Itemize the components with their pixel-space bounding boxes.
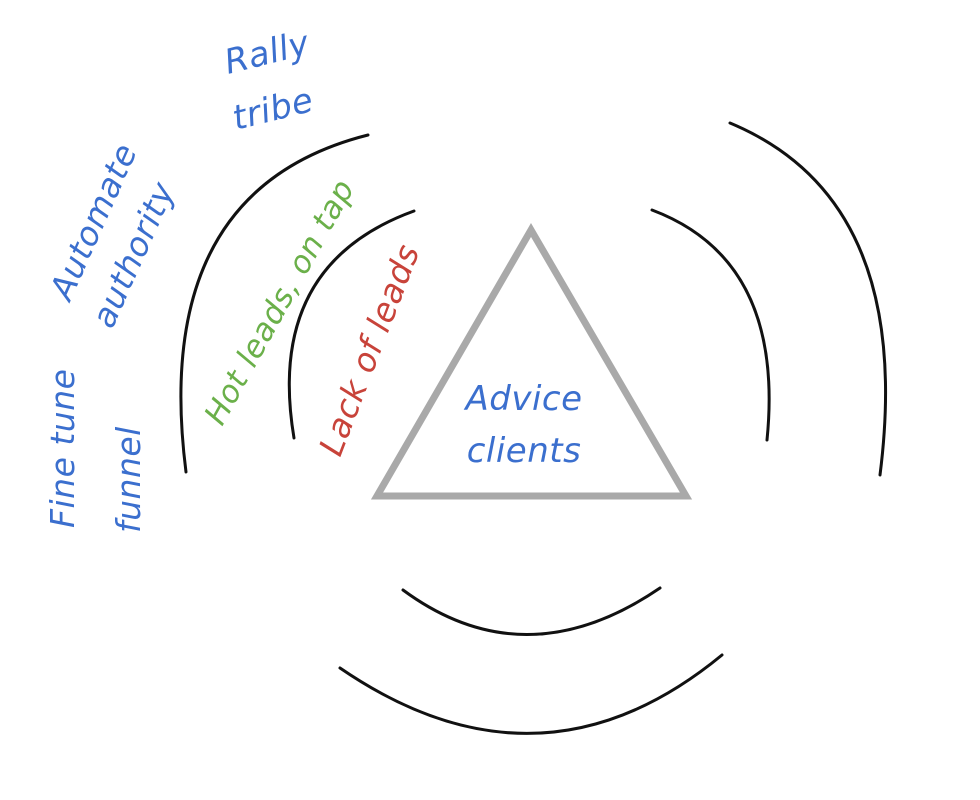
inner-arc-right	[650, 208, 771, 442]
inner-ring-label: Lack of leads	[311, 239, 427, 461]
inner-arc-bottom	[401, 586, 662, 636]
outer-arc-left	[179, 133, 370, 474]
rally-label-line2: tribe	[229, 80, 318, 139]
center-label-line2: clients	[467, 431, 582, 471]
rally-label-line1: Rally	[221, 23, 314, 83]
fine-tune-label-line1: Fine tune	[43, 369, 82, 528]
outer-arc-right	[728, 121, 887, 477]
center-label-line1: Advice	[463, 379, 582, 419]
inner-arc-left	[287, 209, 416, 440]
fine-tune-label-line2: funnel	[109, 426, 148, 533]
center-triangle	[370, 223, 693, 500]
outer-arc-bottom	[338, 653, 724, 735]
